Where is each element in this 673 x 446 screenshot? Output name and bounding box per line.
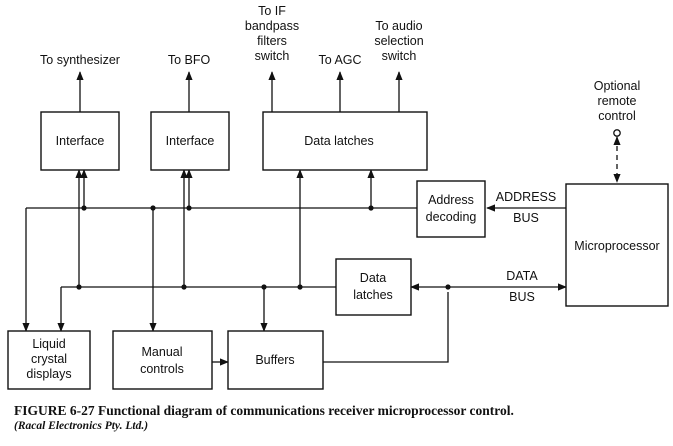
manual-controls-label-2: controls [140,362,184,376]
data-latches-mid-block: Data latches [335,258,412,316]
address-bus-label-1: ADDRESS [496,190,556,204]
to-audio-label: To audio selection switch [374,19,423,63]
data-bus-label-2: BUS [509,290,535,304]
remote-terminal [613,129,621,137]
junction-dot [150,205,156,211]
to-if-label: To IF bandpass filters switch [245,4,299,63]
junction-dot [76,284,82,290]
data-latches-mid-label-2: latches [353,288,393,302]
microprocessor-label: Microprocessor [574,239,659,253]
address-bus-label-2: BUS [513,211,539,225]
junction-dots [76,205,451,290]
data-latches-label: Data latches [304,134,373,148]
to-synthesizer-label: To synthesizer [40,53,120,67]
lcd-label-1: Liquid [32,337,65,351]
buffers-label: Buffers [255,353,294,367]
interface-label: Interface [166,134,215,148]
address-decoding-label-2: decoding [426,210,477,224]
interface-label: Interface [56,134,105,148]
remote-label-2: remote [598,94,637,108]
data-latches-top-block: Data latches [262,111,428,171]
address-bus-label: ADDRESS BUS [496,190,556,225]
remote-label-1: Optional [594,79,641,93]
to-audio-label-3: switch [382,49,417,63]
junction-dot [81,205,87,211]
figure-caption: FIGURE 6-27 Functional diagram of commun… [14,402,669,434]
junction-dot [368,205,374,211]
lcd-block: Liquid crystal displays [7,330,91,390]
to-if-label-3: filters [257,34,287,48]
data-latches-mid-label-1: Data [360,271,386,285]
junction-dot [181,284,187,290]
caption-credit: (Racal Electronics Pty. Ltd.) [14,420,149,432]
to-agc-label: To AGC [318,53,361,67]
buffers-to-bus-line [323,292,449,363]
to-bfo-label: To BFO [168,53,211,67]
manual-controls-block: Manual controls [112,330,213,390]
interface-block-synthesizer: Interface [40,111,120,171]
data-bus-label: DATA BUS [506,269,538,304]
remote-label-3: control [598,109,636,123]
lcd-label-3: displays [26,367,71,381]
remote-control-label: Optional remote control [594,79,641,123]
to-audio-label-1: To audio [375,19,422,33]
connection-wires [22,71,621,366]
address-decoding-label-1: Address [428,193,474,207]
junction-dot [186,205,192,211]
to-if-label-2: bandpass [245,19,299,33]
junction-dot [297,284,303,290]
to-audio-label-2: selection [374,34,423,48]
lcd-label-2: crystal [31,352,67,366]
address-decoding-block: Address decoding [416,180,486,238]
buffers-block: Buffers [227,330,324,390]
to-if-label-4: switch [255,49,290,63]
junction-dot [261,284,267,290]
junction-dot [445,284,451,290]
caption-title: FIGURE 6-27 Functional diagram of commun… [14,403,514,418]
manual-controls-label-1: Manual [142,345,183,359]
to-if-label-1: To IF [258,4,286,18]
microprocessor-block: Microprocessor [565,183,669,307]
interface-block-bfo: Interface [150,111,230,171]
data-bus-label-1: DATA [506,269,538,283]
